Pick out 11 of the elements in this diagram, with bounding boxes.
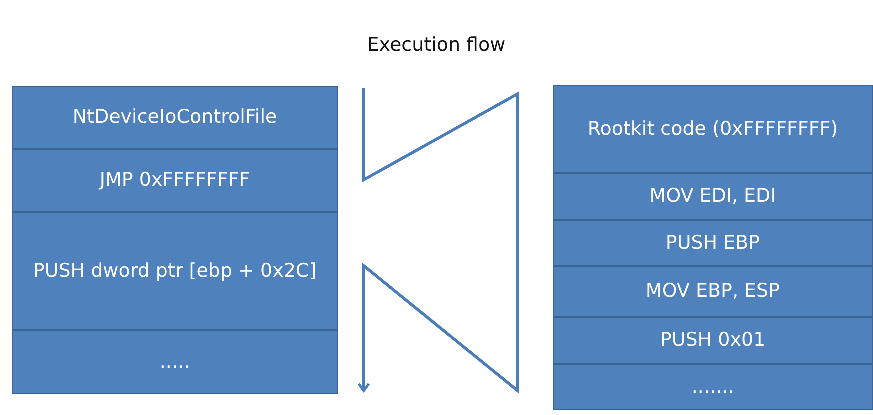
instruction-block: PUSH dword ptr [ebp + 0x2C] (12, 212, 338, 330)
instruction-block: NtDeviceIoControlFile (12, 86, 338, 149)
instruction-block: PUSH EBP (553, 220, 873, 266)
instruction-block: JMP 0xFFFFFFFF (12, 149, 338, 212)
instruction-block: Rootkit code (0xFFFFFFFF) (553, 85, 873, 173)
instruction-block: ....... (553, 364, 873, 410)
instruction-block: MOV EDI, EDI (553, 173, 873, 220)
diagram-title: Execution flow (366, 34, 507, 56)
instruction-block: MOV EBP, ESP (553, 266, 873, 317)
instruction-block: ..... (12, 330, 338, 394)
instruction-block: PUSH 0x01 (553, 317, 873, 364)
